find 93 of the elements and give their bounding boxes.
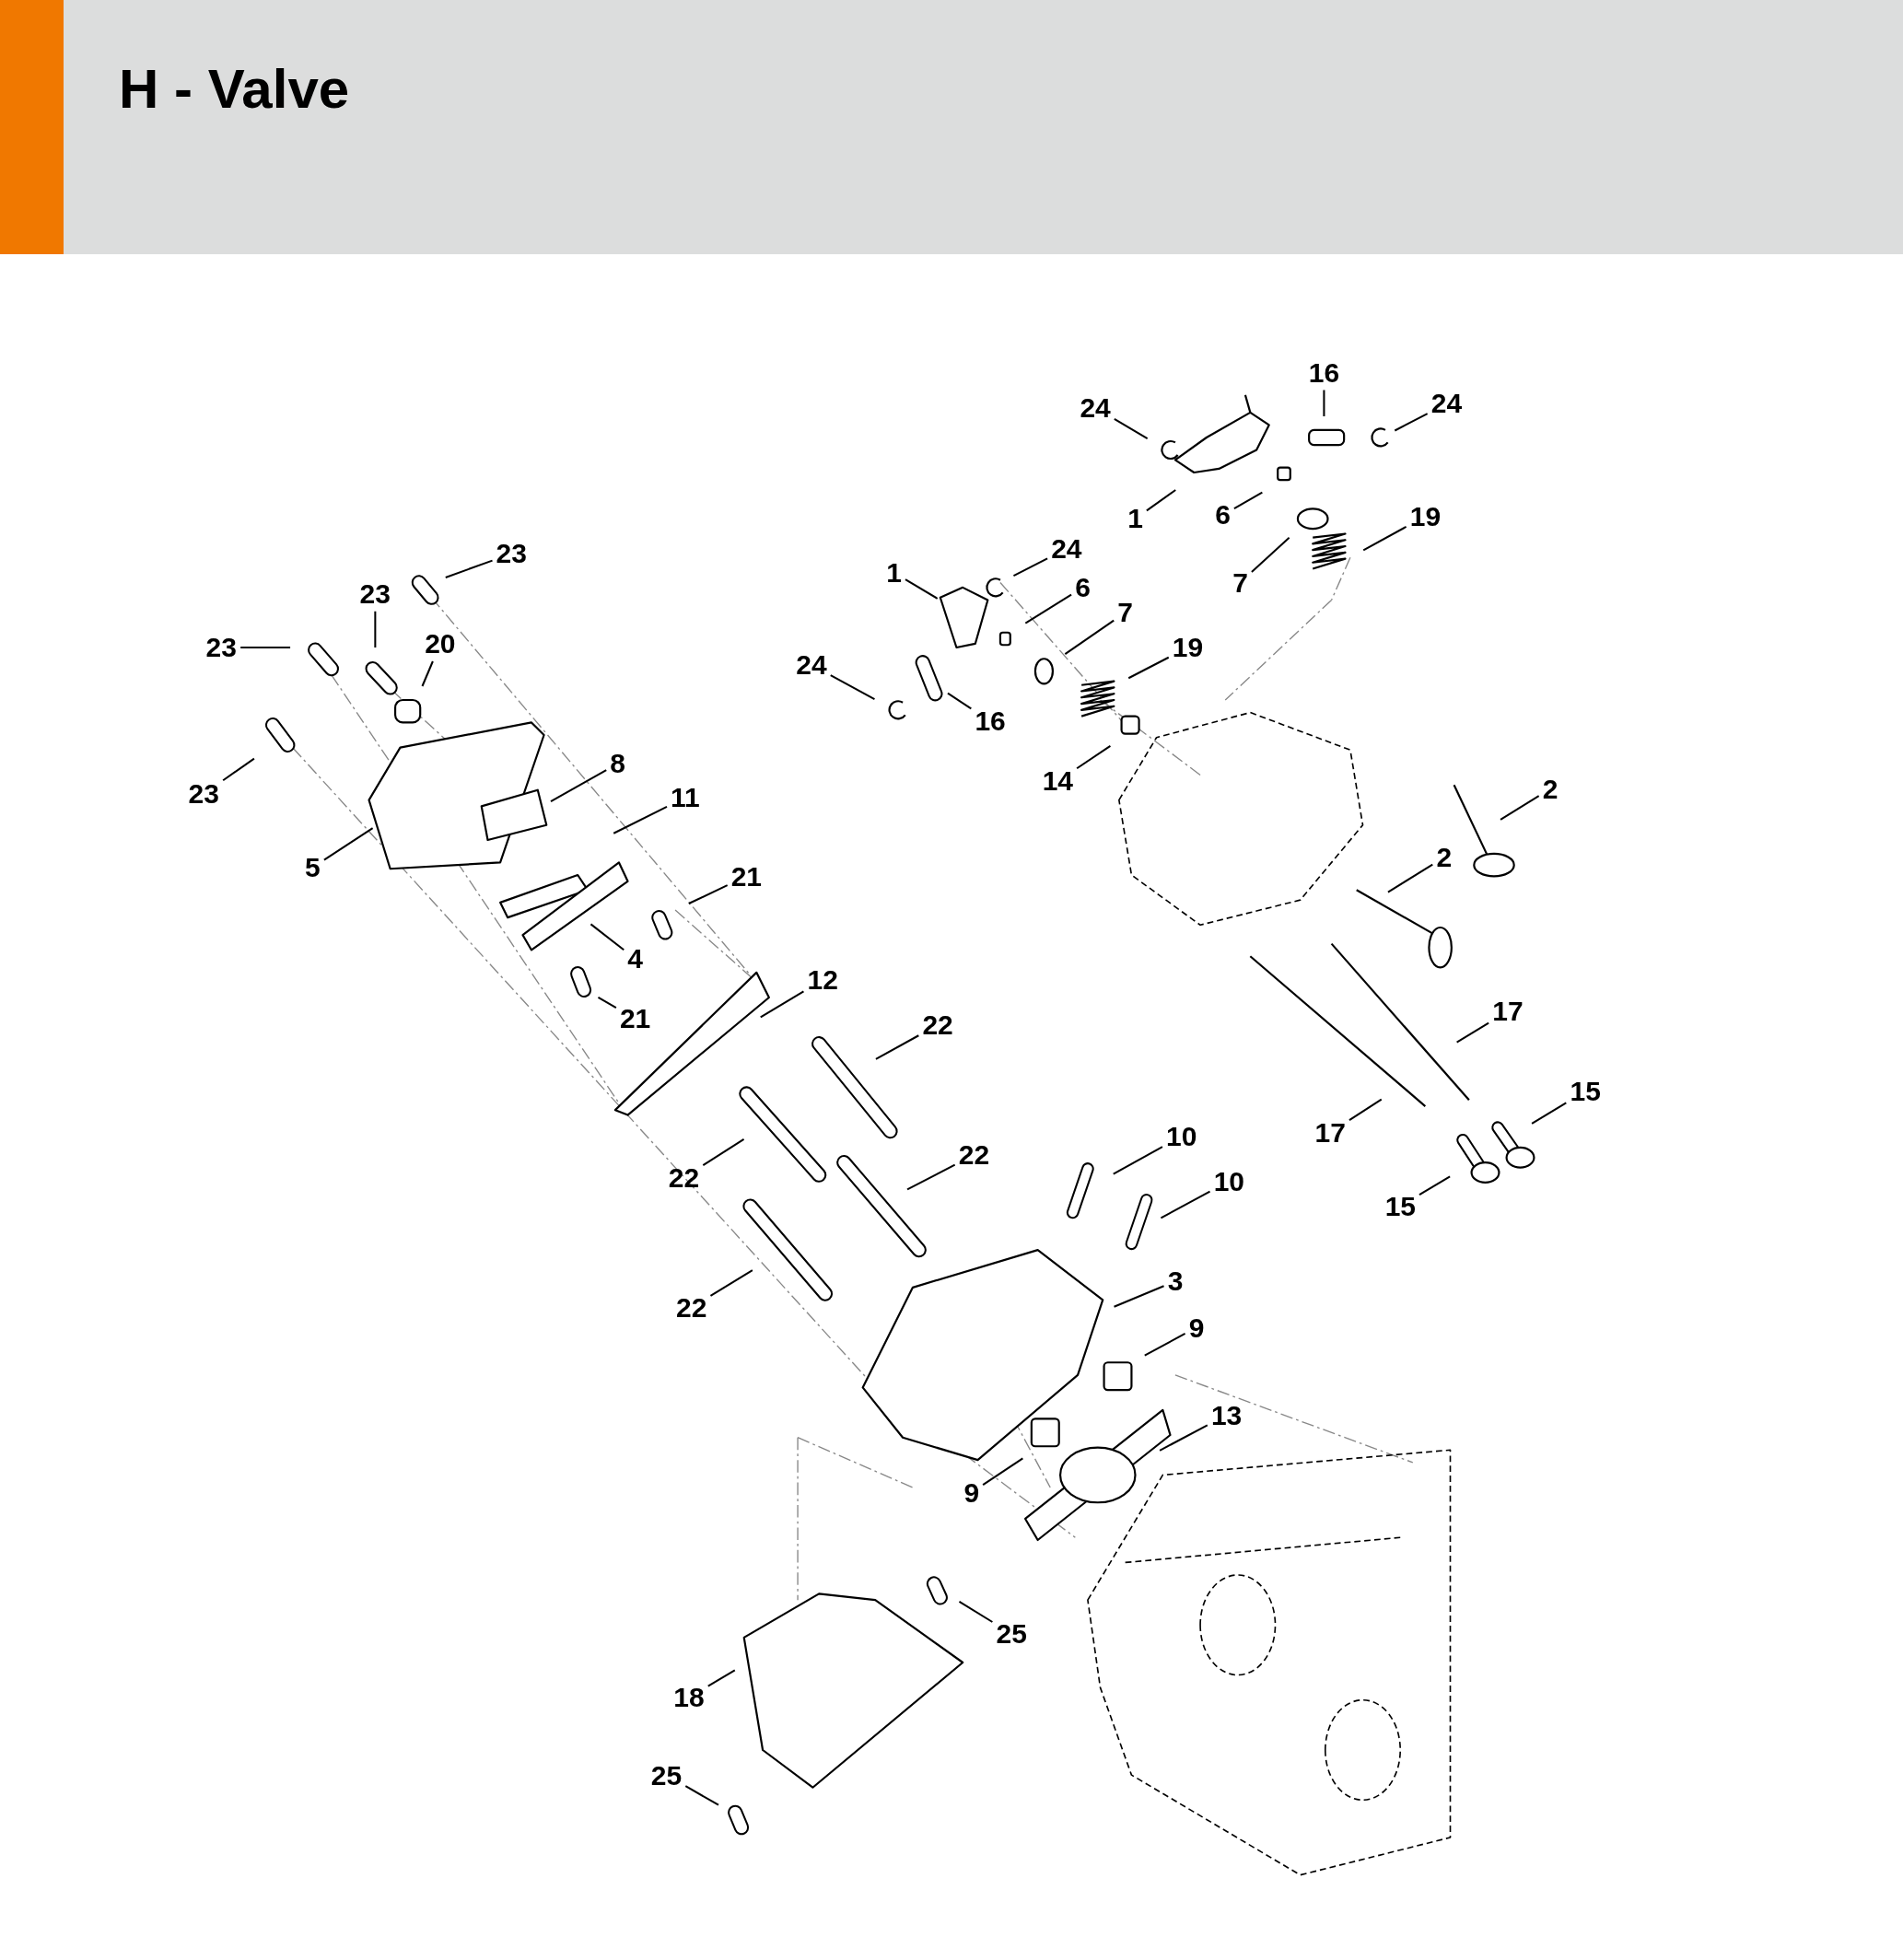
leader-line xyxy=(709,1269,753,1297)
callout-number: 12 xyxy=(807,966,838,995)
callout-number: 4 xyxy=(627,945,643,974)
callout-number: 22 xyxy=(668,1163,700,1192)
callout-number: 22 xyxy=(958,1141,990,1170)
callout-number: 25 xyxy=(650,1761,683,1790)
leader-line xyxy=(1146,489,1176,512)
leader-line xyxy=(1233,491,1263,509)
leader-line xyxy=(875,1034,919,1060)
leader-line xyxy=(222,757,255,782)
leader-line xyxy=(1387,863,1433,893)
leader-line xyxy=(1418,1175,1451,1196)
leader-line xyxy=(590,923,625,951)
callout-number: 10 xyxy=(1213,1167,1245,1196)
leader-line xyxy=(1012,557,1048,577)
leader-line xyxy=(374,611,377,648)
callout-number: 23 xyxy=(205,634,237,662)
leader-line xyxy=(1127,656,1170,680)
callout-number: 19 xyxy=(1409,502,1442,531)
callout-number: 23 xyxy=(496,540,527,568)
leader-line xyxy=(1159,1424,1208,1452)
leader-line xyxy=(982,1457,1023,1486)
leader-line xyxy=(958,1601,993,1623)
callout-number: 11 xyxy=(671,784,700,812)
leader-line xyxy=(1251,536,1290,573)
leader-line xyxy=(830,674,875,700)
callout-number: 7 xyxy=(1117,599,1133,627)
callout-number: 18 xyxy=(673,1684,705,1712)
leader-line xyxy=(1394,413,1429,432)
callout-number: 13 xyxy=(1210,1401,1243,1429)
callout-number: 2 xyxy=(1542,775,1559,803)
leader-line xyxy=(947,692,972,710)
callout-number: 21 xyxy=(730,862,763,891)
callout-number: 15 xyxy=(1570,1078,1601,1106)
callout-number: 22 xyxy=(675,1293,707,1322)
leader-line xyxy=(1456,1021,1489,1044)
callout-number: 17 xyxy=(1492,998,1524,1026)
leader-line xyxy=(1064,619,1115,655)
callout-number: 14 xyxy=(1042,767,1074,796)
leader-line xyxy=(1076,744,1111,770)
leader-line xyxy=(240,647,291,648)
callout-number: 23 xyxy=(359,579,391,608)
callout-number: 16 xyxy=(975,707,1006,736)
callout-number: 2 xyxy=(1436,844,1453,872)
leader-line xyxy=(684,1785,719,1806)
leader-line xyxy=(1113,1146,1163,1175)
leader-line xyxy=(550,769,607,802)
leader-line xyxy=(905,578,939,600)
leader-line xyxy=(702,1138,745,1167)
leader-line xyxy=(613,805,668,834)
leader-line xyxy=(760,990,804,1019)
leader-line xyxy=(1024,593,1072,624)
callout-number: 5 xyxy=(305,854,321,882)
callout-number: 10 xyxy=(1166,1122,1197,1150)
callout-number: 6 xyxy=(1075,574,1091,601)
leader-line xyxy=(707,1669,736,1687)
callout-number: 24 xyxy=(1430,390,1463,418)
page-title: H - Valve xyxy=(119,57,350,121)
leader-line xyxy=(323,827,374,861)
leader-line xyxy=(688,884,729,904)
leader-line xyxy=(1348,1098,1383,1121)
callout-number: 6 xyxy=(1215,501,1231,530)
leader-line xyxy=(1362,526,1407,552)
callout-number: 1 xyxy=(1127,505,1143,533)
leader-line xyxy=(1114,1285,1164,1308)
callout-number: 9 xyxy=(1188,1313,1205,1342)
callout-number: 15 xyxy=(1384,1192,1416,1220)
leader-line xyxy=(445,559,493,578)
callout-number: 8 xyxy=(610,750,625,778)
callout-number: 9 xyxy=(963,1478,980,1507)
leader-line xyxy=(906,1163,956,1191)
leader-line xyxy=(1531,1102,1567,1125)
callout-number: 25 xyxy=(996,1620,1027,1649)
callout-number: 24 xyxy=(1080,393,1111,422)
callout-number: 24 xyxy=(1051,534,1082,563)
callout-number: 24 xyxy=(796,651,827,680)
callout-number: 19 xyxy=(1172,634,1204,662)
callout-number: 23 xyxy=(188,779,219,808)
leader-line xyxy=(597,997,617,1009)
callout-number: 21 xyxy=(619,1005,651,1033)
leader-line xyxy=(421,660,434,687)
callout-number: 1 xyxy=(886,558,902,587)
leader-line xyxy=(1144,1333,1186,1357)
leader-line xyxy=(1500,795,1540,821)
callout-number: 17 xyxy=(1314,1118,1346,1147)
callout-number: 20 xyxy=(425,630,456,659)
callout-number: 16 xyxy=(1308,358,1340,387)
callout-number: 3 xyxy=(1167,1267,1184,1296)
callout-number: 22 xyxy=(922,1011,953,1040)
callout-number: 7 xyxy=(1232,568,1248,597)
leader-line xyxy=(1323,390,1325,416)
leader-line xyxy=(1160,1190,1210,1219)
leader-line xyxy=(1114,417,1149,440)
